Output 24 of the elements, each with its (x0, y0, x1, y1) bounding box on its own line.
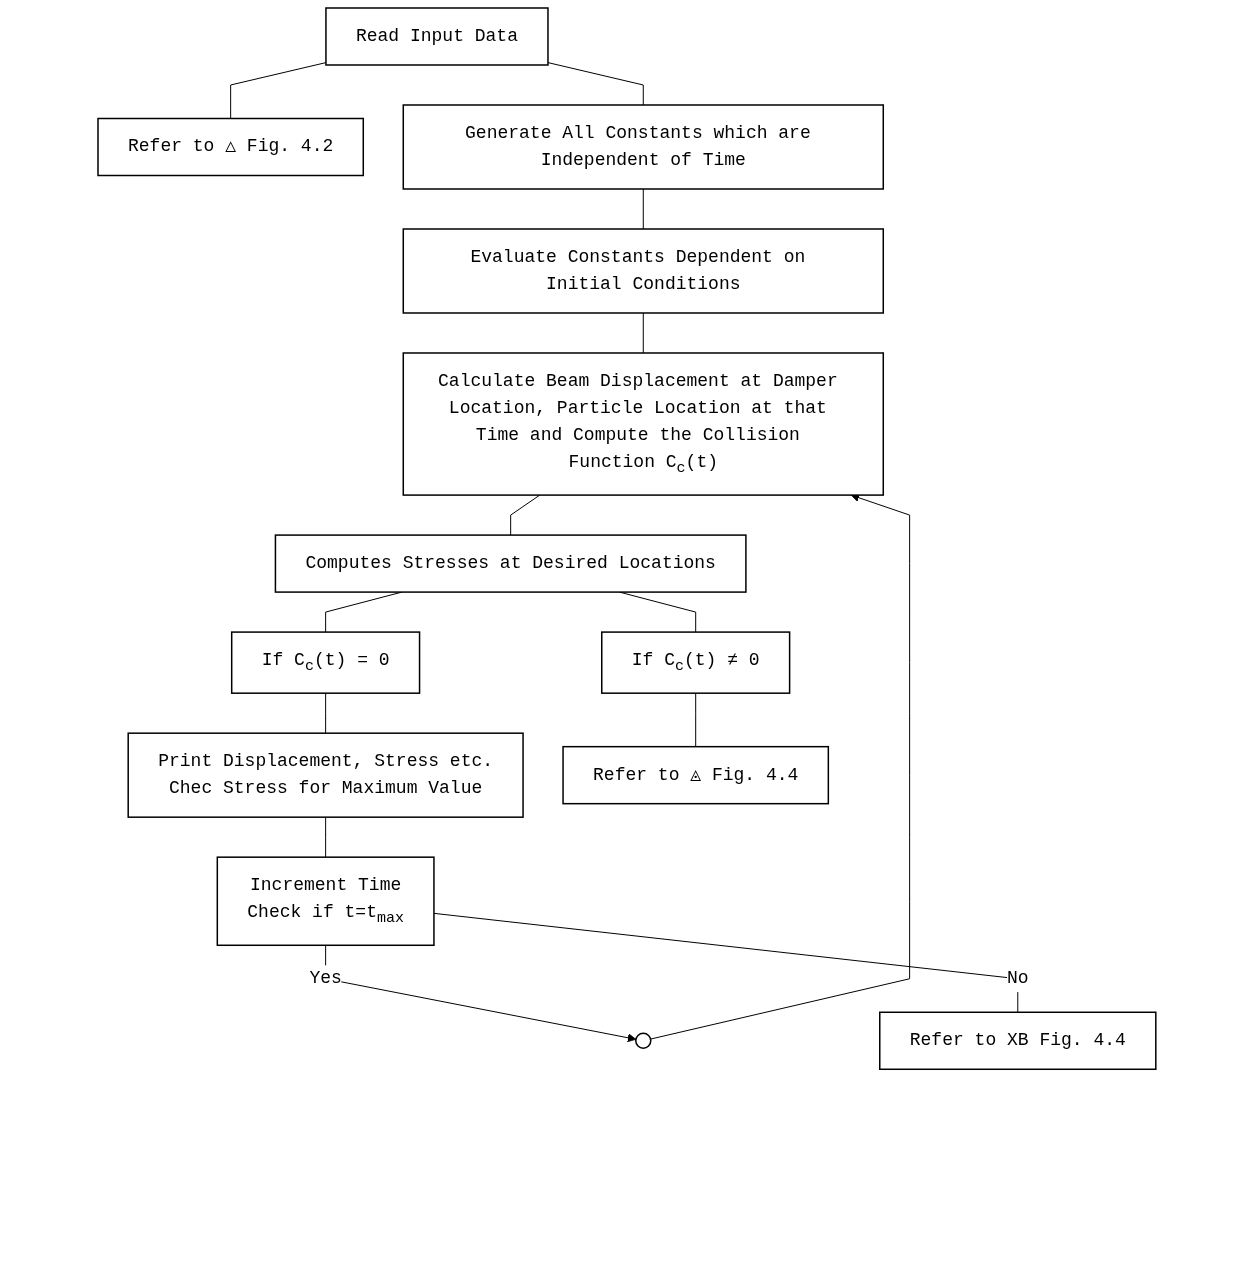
node-box: If C$_{c}$(t) ≠ 0 (601, 631, 791, 694)
node-box: Calculate Beam Displacement at Damper Location, Particle Location at that Time and Compute the Collision Function C$_{c}$(t) (402, 352, 885, 496)
connector (642, 312, 644, 354)
connector (230, 62, 327, 119)
node-box: Evaluate Constants Dependent on Initial Conditions (402, 228, 885, 314)
connector (325, 816, 327, 858)
node-box: Read Input Data (325, 7, 549, 66)
node-box: Computes Stresses at Desired Locations (274, 534, 747, 593)
arrow (325, 944, 637, 1043)
connector (695, 692, 697, 748)
connector (510, 494, 541, 536)
node-box: Refer to ◬ Fig. 4.4 (562, 745, 830, 805)
edge-label: No (1007, 968, 1029, 989)
connector (325, 692, 327, 734)
connector (642, 188, 644, 230)
node-box: Refer to △ Fig. 4.2 (97, 117, 365, 177)
connector (547, 62, 644, 106)
node-circle (635, 1032, 652, 1049)
node-box: Generate All Constants which are Independent of Time (402, 104, 885, 190)
node-box: Refer to XB Fig. 4.4 (879, 1011, 1157, 1070)
node-box: Print Displacement, Stress etc. Chec Stress for Maximum Value (127, 732, 524, 818)
node-box: Increment Time Check if t=t$_{max}$ (216, 856, 435, 946)
node-box: If C$_{c}$(t) = 0 (231, 631, 421, 694)
edge-label: Yes (309, 968, 342, 989)
